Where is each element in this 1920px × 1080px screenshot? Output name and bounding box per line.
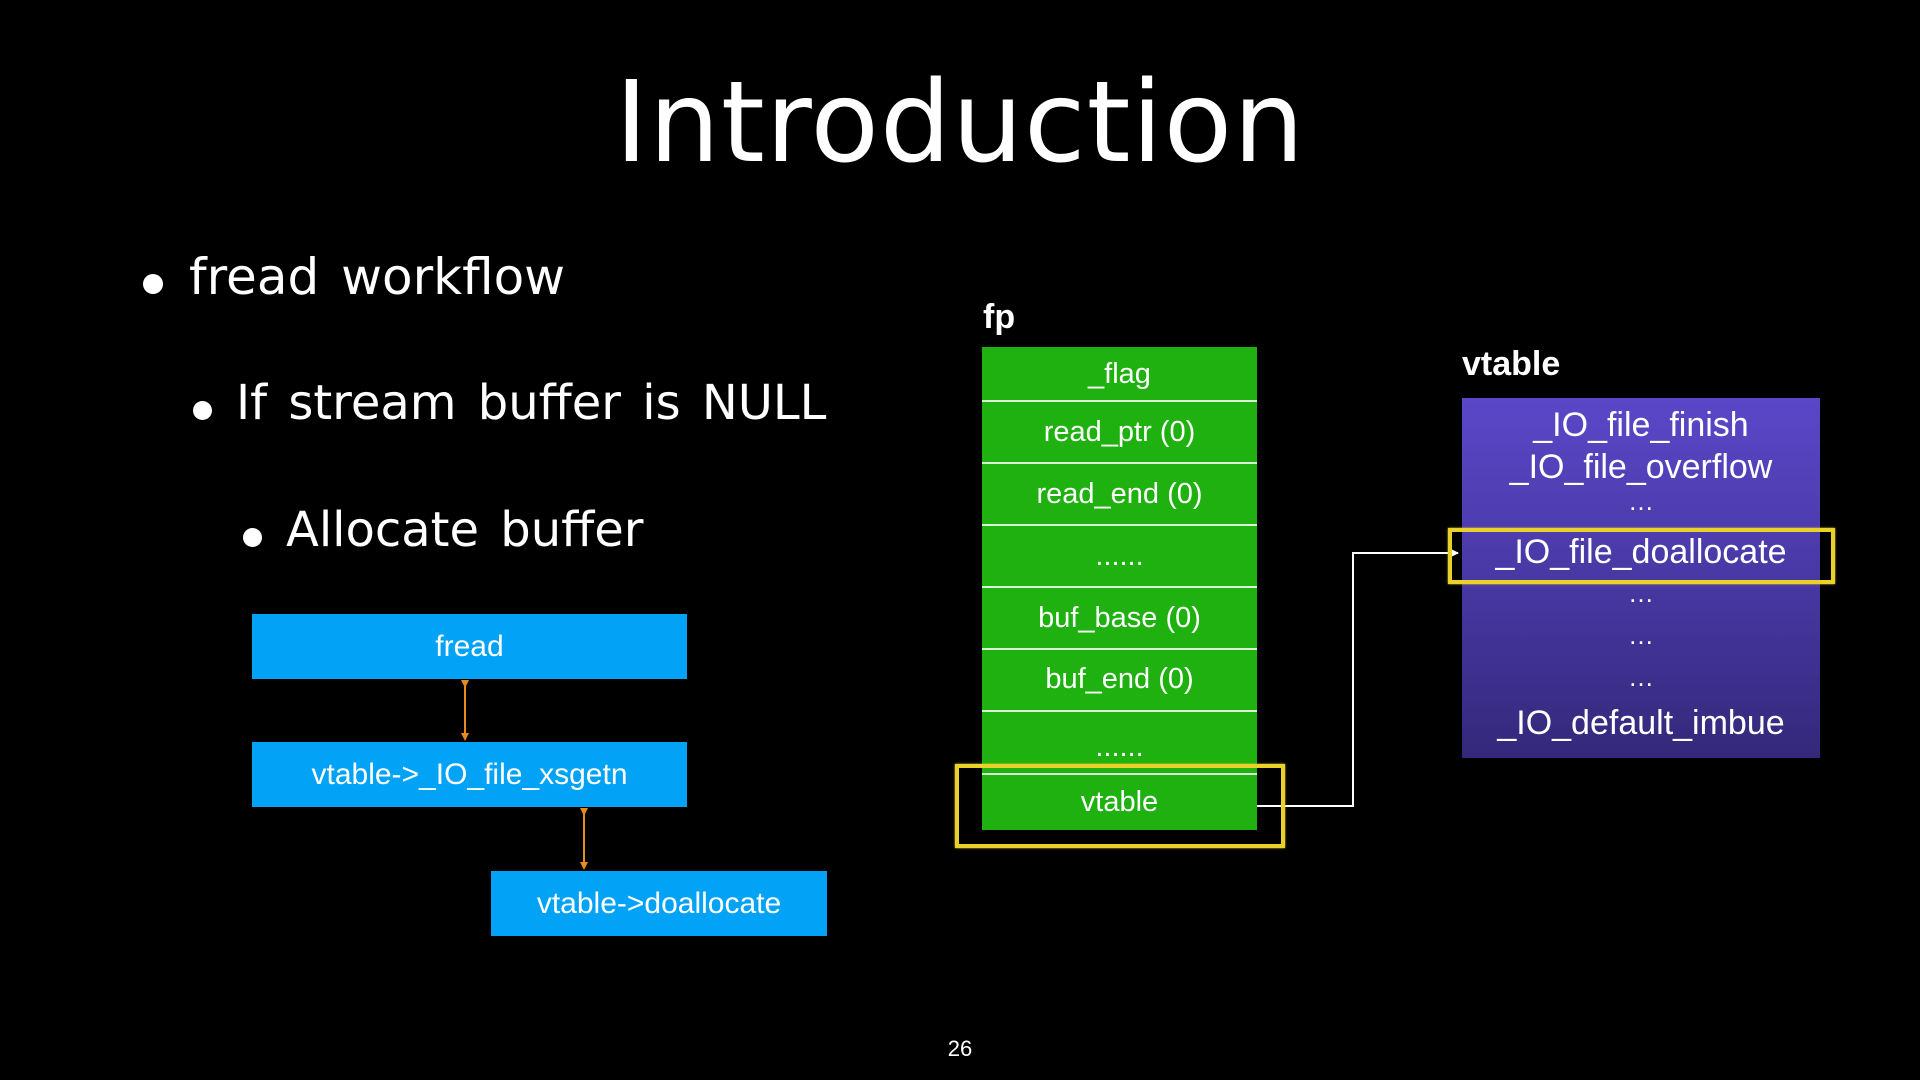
fp-divider [982,773,1257,775]
vtable-label: vtable [1462,345,1561,383]
slide-title: Introduction [614,58,1306,188]
fp-field-buf-end: buf_end (0) [1045,662,1194,695]
vtable-entry-default-imbue: _IO_default_imbue [1497,704,1785,742]
flow-box-doallocate: vtable->doallocate [491,871,827,936]
bullet-level1-text: fread workflow [189,248,566,306]
highlight-vtable-doallocate [1448,528,1835,584]
vtable-entry-ellipsis: … [1628,620,1654,650]
fp-field-buf-base: buf_base (0) [1038,601,1201,634]
arrow-vtable-to-doallocate [1257,548,1459,807]
bullet-dot-icon [143,274,163,294]
bullet-level2: If stream buffer is NULL [193,375,826,431]
bullet-dot-icon [243,527,262,547]
fp-field-vtable: vtable [1080,786,1159,818]
flow-box-xsgetn: vtable->_IO_file_xsgetn [252,742,687,807]
vtable-entry-finish: _IO_file_finish [1533,406,1749,444]
vtable-entry-overflow: _IO_file_overflow [1509,448,1773,486]
highlight-fp-vtable [955,764,1285,848]
fp-field-read-ptr: read_ptr (0) [1043,415,1196,448]
fp-label: fp [983,298,1016,336]
vtable-entry-ellipsis: … [1628,486,1654,516]
fp-field-flag: _flag [1088,357,1151,390]
fp-field-ellipsis: ...... [1095,730,1144,763]
vtable-entry-ellipsis: … [1628,662,1654,692]
fp-struct: _flag read_ptr (0) read_end (0) ...... b… [982,347,1257,830]
bullet-level1: fread workflow [143,248,565,306]
vtable-struct: _IO_file_finish _IO_file_overflow … _IO_… [1462,398,1820,758]
fp-divider [982,524,1257,526]
page-number: 26 [947,1036,973,1061]
fp-field-read-end: read_end (0) [1036,477,1203,510]
fp-divider [982,648,1257,650]
bullet-level3-text: Allocate buffer [286,502,644,558]
fp-divider [982,400,1257,402]
fp-divider [982,462,1257,464]
flow-box-fread: fread [252,614,687,679]
fp-divider [982,710,1257,712]
vtable-entry-doallocate: _IO_file_doallocate [1495,533,1787,571]
fp-field-ellipsis: ...... [1095,539,1144,572]
bullet-dot-icon [193,400,212,420]
fp-divider [982,586,1257,588]
bullet-level3: Allocate buffer [243,502,644,558]
bullet-level2-text: If stream buffer is NULL [236,375,827,431]
